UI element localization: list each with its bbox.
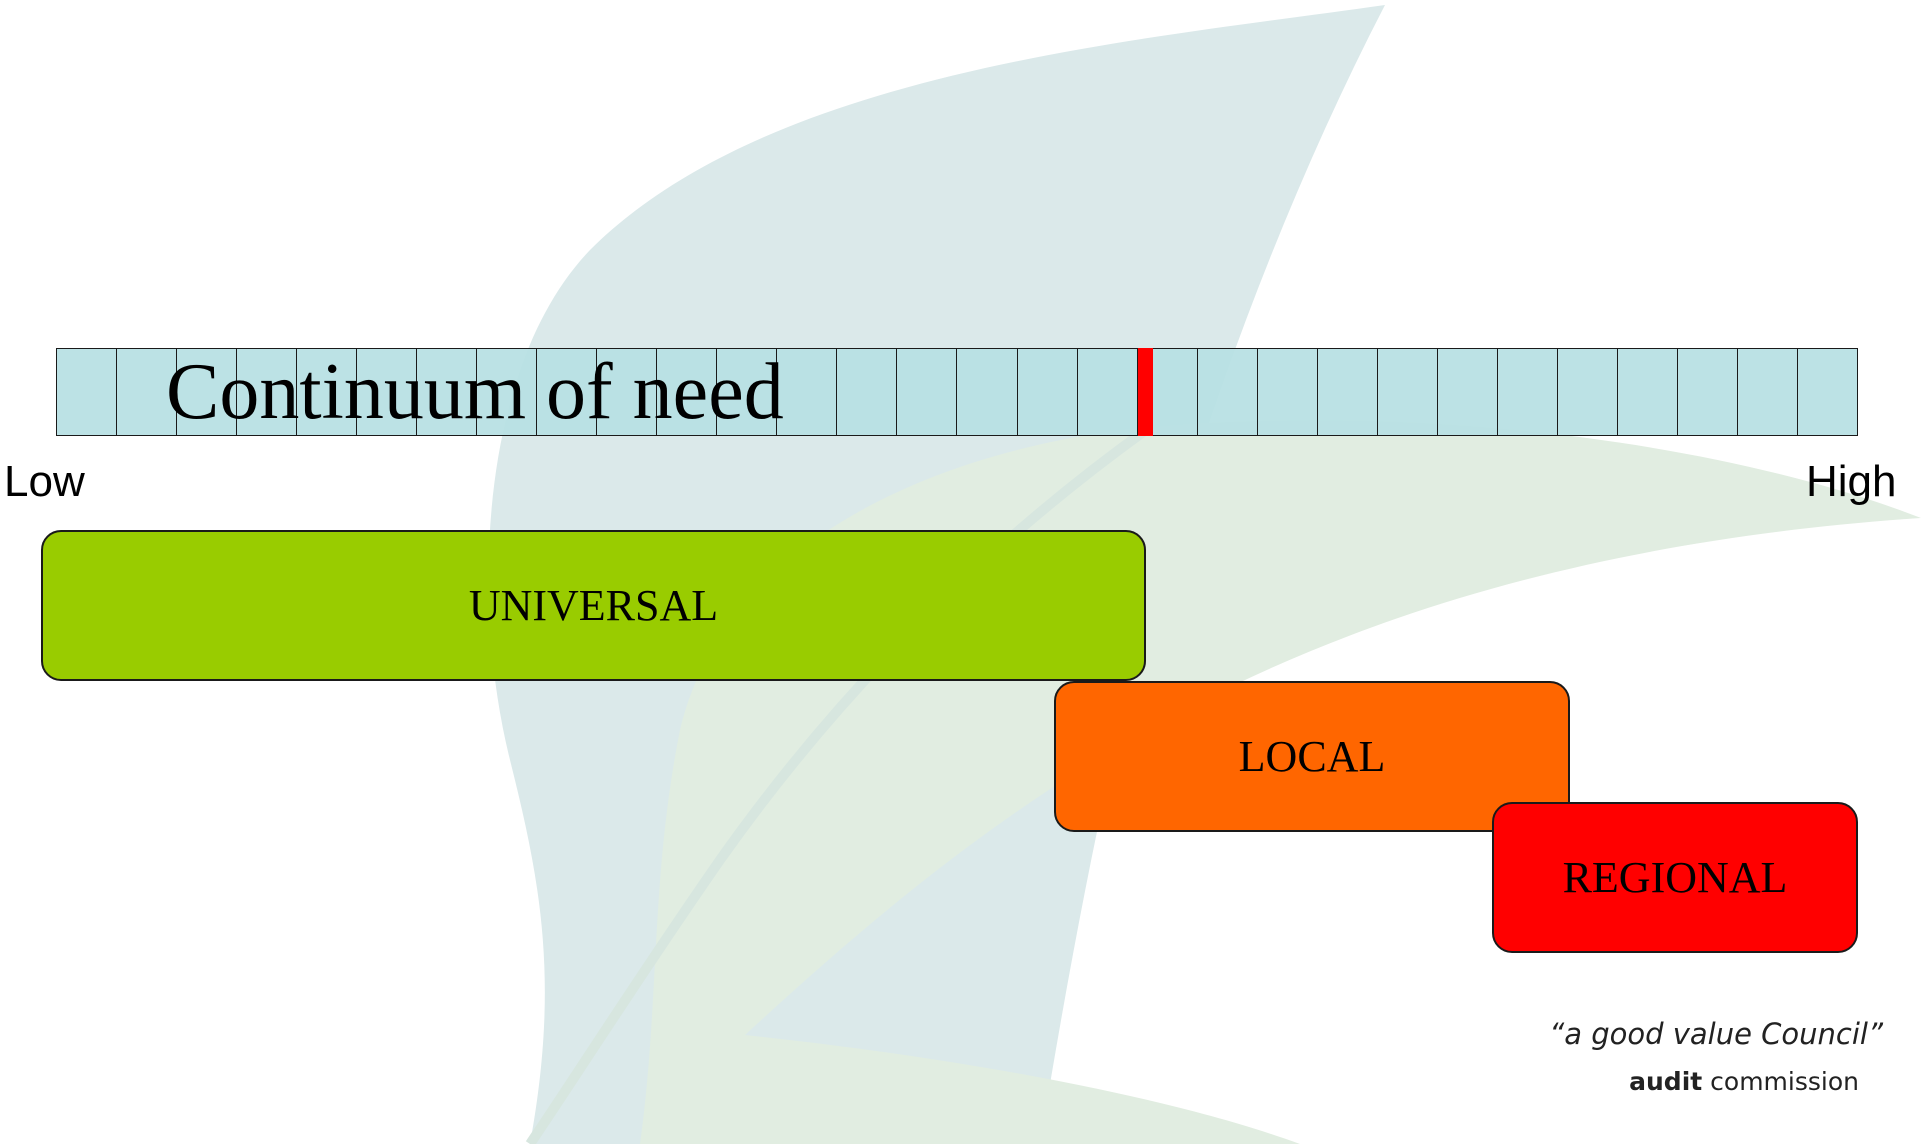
- continuum-segment: [1378, 349, 1438, 435]
- continuum-segment: [1258, 349, 1318, 435]
- continuum-segment: [117, 349, 178, 435]
- audit-commission-logo: audit commission: [1629, 1066, 1859, 1098]
- scale-high-label: High: [1806, 457, 1897, 506]
- continuum-segment: [897, 349, 958, 435]
- continuum-scale-bar: [56, 348, 1858, 436]
- continuum-segment: [1498, 349, 1558, 435]
- continuum-segment: [477, 349, 538, 435]
- continuum-segment: [1438, 349, 1498, 435]
- continuum-segment: [657, 349, 718, 435]
- continuum-segment: [177, 349, 238, 435]
- continuum-segment: [237, 349, 298, 435]
- continuum-segment: [717, 349, 778, 435]
- continuum-segment: [417, 349, 478, 435]
- continuum-segment: [1678, 349, 1738, 435]
- continuum-segment: [1558, 349, 1618, 435]
- logo-regular-text: commission: [1702, 1067, 1859, 1096]
- continuum-segment: [957, 349, 1018, 435]
- footer-tagline: “a good value Council”: [1549, 1017, 1883, 1051]
- continuum-segment: [1078, 349, 1138, 435]
- continuum-segment: [537, 349, 598, 435]
- continuum-segment: [1738, 349, 1798, 435]
- logo-bold-text: audit: [1629, 1067, 1703, 1096]
- continuum-segment: [357, 349, 418, 435]
- scale-low-label: Low: [4, 457, 85, 506]
- continuum-segment: [837, 349, 898, 435]
- band-local: LOCAL: [1054, 681, 1570, 832]
- continuum-segment: [1138, 349, 1198, 435]
- continuum-marker: [1138, 348, 1153, 436]
- continuum-segment: [57, 349, 118, 435]
- continuum-segment: [297, 349, 358, 435]
- continuum-segment: [1018, 349, 1078, 435]
- band-universal: UNIVERSAL: [41, 530, 1146, 681]
- continuum-segment: [1618, 349, 1678, 435]
- continuum-segment: [1198, 349, 1258, 435]
- leaf-vein-line: [525, 415, 1163, 1144]
- continuum-segment: [777, 349, 838, 435]
- continuum-segment: [1798, 349, 1857, 435]
- continuum-segment: [1318, 349, 1378, 435]
- continuum-segment: [597, 349, 658, 435]
- diagram-title: Continuum of need: [166, 348, 784, 436]
- band-regional: REGIONAL: [1492, 802, 1858, 953]
